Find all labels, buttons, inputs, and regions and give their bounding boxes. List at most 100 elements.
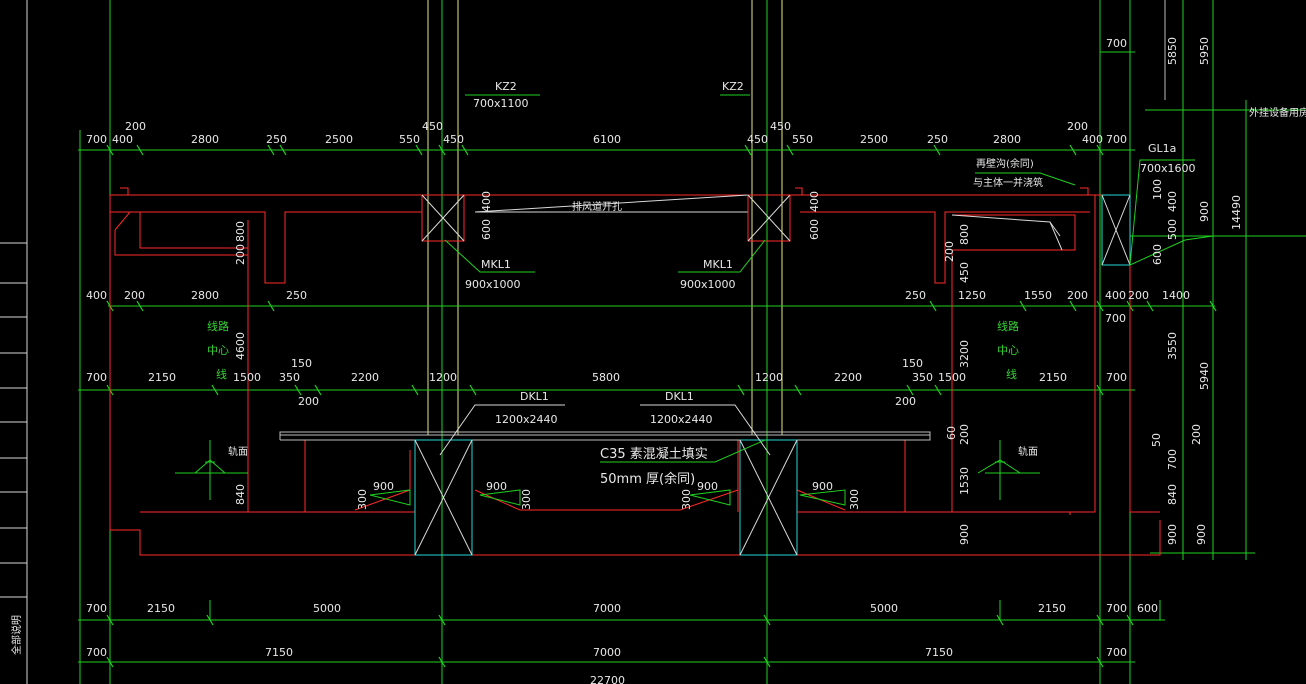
track-level-right: 轨面 bbox=[1018, 445, 1038, 458]
dimension-label: 4600 bbox=[234, 332, 247, 360]
dimension-lines bbox=[78, 51, 1306, 663]
dimension-label: 300 bbox=[520, 489, 533, 510]
dimension-label: 1200 bbox=[755, 371, 783, 384]
kz2-left-size: 700x1100 bbox=[473, 97, 529, 110]
dimension-label: 400 bbox=[112, 133, 133, 146]
dimension-label: 400 bbox=[1166, 191, 1179, 212]
dimension-label: 60 bbox=[945, 426, 958, 440]
gl1a-label: GL1a bbox=[1148, 142, 1176, 155]
dimension-label: 2500 bbox=[860, 133, 888, 146]
dimension-label: 900 bbox=[373, 480, 394, 493]
dimension-label: 200 bbox=[895, 395, 916, 408]
dimension-label: 5000 bbox=[313, 602, 341, 615]
dimension-label: 450 bbox=[422, 120, 443, 133]
dimension-label: 2150 bbox=[1038, 602, 1066, 615]
dimension-label: 200 bbox=[234, 244, 247, 265]
dimension-label: 7000 bbox=[593, 602, 621, 615]
parapet-note-2: 与主体一并浇筑 bbox=[973, 176, 1043, 189]
center-line-left-2: 中心 bbox=[207, 344, 229, 357]
dimension-label: 5800 bbox=[592, 371, 620, 384]
dimension-label: 200 bbox=[1067, 120, 1088, 133]
center-line-right-2: 中心 bbox=[997, 344, 1019, 357]
dimension-label: 700 bbox=[86, 602, 107, 615]
dim-row-1: 700 400 200 2800 250 2500 550 450 450 61… bbox=[86, 120, 1127, 146]
dimension-label: 350 bbox=[279, 371, 300, 384]
dimension-label: 300 bbox=[356, 489, 369, 510]
dimension-label: 2500 bbox=[325, 133, 353, 146]
dimension-label: 700 bbox=[86, 646, 107, 659]
dimension-label: 900 bbox=[958, 524, 971, 545]
dimension-label: 1530 bbox=[958, 467, 971, 495]
dimension-label: 450 bbox=[958, 262, 971, 283]
c35-note-2: 50mm 厚(余同) bbox=[600, 471, 695, 487]
dimension-label: 900 bbox=[1198, 201, 1211, 222]
kz2-left-label: KZ2 bbox=[495, 80, 517, 93]
dkl1-left-beam bbox=[414, 439, 473, 556]
dimension-label: 600 bbox=[808, 219, 821, 240]
dimension-label: 5950 bbox=[1198, 37, 1211, 65]
dimension-label: 200 bbox=[943, 241, 956, 262]
center-line-left-1: 线路 bbox=[207, 319, 229, 333]
dimension-label: 700 bbox=[1106, 602, 1127, 615]
dimension-label: 200 bbox=[124, 289, 145, 302]
dimension-label: 450 bbox=[747, 133, 768, 146]
center-line-right-1: 线路 bbox=[997, 319, 1019, 333]
gl1a-beam bbox=[1101, 194, 1131, 266]
dkl1-right-beam bbox=[739, 439, 798, 556]
dimension-label: 200 bbox=[1067, 289, 1088, 302]
dimension-label: 600 bbox=[1137, 602, 1158, 615]
center-line-right-3: 线 bbox=[1006, 367, 1017, 381]
gl1a-size: 700x1600 bbox=[1140, 162, 1196, 175]
dimension-label: 900 bbox=[1166, 524, 1179, 545]
dimension-label: 200 bbox=[125, 120, 146, 133]
mkl1-right-beam bbox=[747, 194, 791, 242]
dimension-label: 300 bbox=[680, 489, 693, 510]
dimension-label: 50 bbox=[1150, 433, 1163, 447]
dimension-label: 1250 bbox=[958, 289, 986, 302]
dimension-label: 400 bbox=[1105, 289, 1126, 302]
grid-lines bbox=[79, 0, 1247, 684]
dimension-label: 800 bbox=[234, 221, 247, 242]
member-labels: KZ2 700x1100 KZ2 MKL1 900x1000 MKL1 900x… bbox=[207, 80, 1306, 487]
dimension-label: 2800 bbox=[191, 289, 219, 302]
parapet-note: 再壁沟(余同) bbox=[976, 157, 1034, 170]
mkl1-right-label: MKL1 bbox=[703, 258, 733, 271]
dimension-label: 450 bbox=[770, 120, 791, 133]
dimension-label: 5940 bbox=[1198, 362, 1211, 390]
dimension-label: 1550 bbox=[1024, 289, 1052, 302]
mkl1-right-size: 900x1000 bbox=[680, 278, 736, 291]
dimension-label: 2200 bbox=[351, 371, 379, 384]
track-level-left: 轨面 bbox=[228, 445, 248, 458]
dimension-label: 3550 bbox=[1166, 332, 1179, 360]
dimension-label: 2800 bbox=[191, 133, 219, 146]
dimension-label: 800 bbox=[958, 224, 971, 245]
dkl1-right-label: DKL1 bbox=[665, 390, 694, 403]
dimension-label: 3200 bbox=[958, 340, 971, 368]
dim-row-5: 700 7150 7000 7150 700 22700 bbox=[86, 646, 1127, 684]
dimension-label: 150 bbox=[291, 357, 312, 370]
dimension-ticks bbox=[106, 144, 1217, 668]
dimension-label: 200 bbox=[1128, 289, 1149, 302]
dimension-label: 900 bbox=[697, 480, 718, 493]
dimension-label: 600 bbox=[480, 219, 493, 240]
dim-center-vertical: 400 600 400 600 bbox=[480, 191, 821, 240]
dimension-label: 1400 bbox=[1162, 289, 1190, 302]
dimension-label: 500 bbox=[1166, 219, 1179, 240]
dimension-label: 200 bbox=[1190, 424, 1203, 445]
dimension-label: 700 bbox=[86, 133, 107, 146]
dimension-label: 400 bbox=[480, 191, 493, 212]
dim-far-right: 700 5850 5950 100 400 500 600 900 14490 … bbox=[1106, 37, 1243, 390]
dimension-label: 100 bbox=[1151, 179, 1164, 200]
kz2-right-label: KZ2 bbox=[722, 80, 744, 93]
dim-drain-local: 900 900 900 900 300 300 300 300 bbox=[356, 480, 861, 510]
dimension-label: 1500 bbox=[233, 371, 261, 384]
dimension-label: 550 bbox=[792, 133, 813, 146]
dimension-label: 7150 bbox=[925, 646, 953, 659]
dimension-label: 2800 bbox=[993, 133, 1021, 146]
dimension-label: 5000 bbox=[870, 602, 898, 615]
mkl1-left-beam bbox=[421, 194, 465, 242]
dimension-label: 900 bbox=[1195, 524, 1208, 545]
dimension-label: 250 bbox=[905, 289, 926, 302]
dimension-label: 2150 bbox=[148, 371, 176, 384]
